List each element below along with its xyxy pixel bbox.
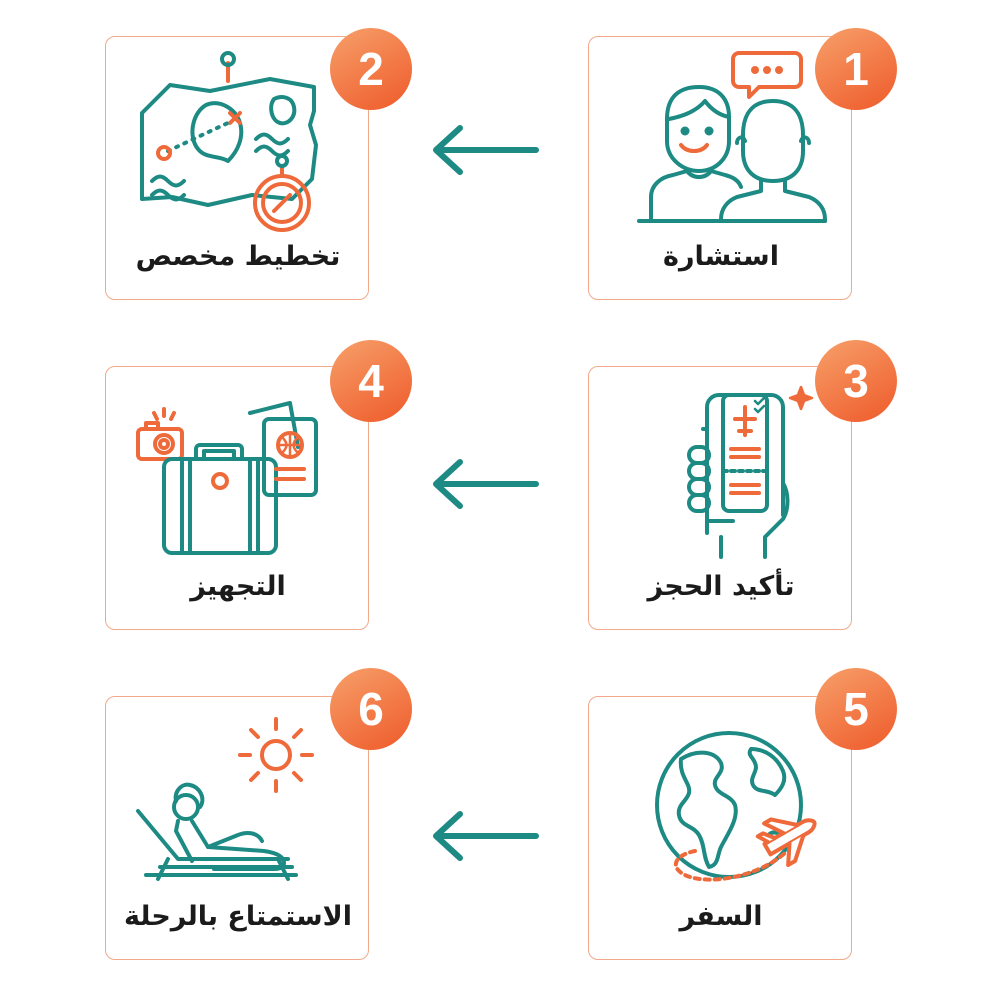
consultation-icon	[589, 37, 853, 237]
luggage-passport-icon	[106, 367, 370, 567]
step-label-1: استشارة	[663, 241, 779, 272]
step-label-6: الاستمتاع بالرحلة	[123, 901, 353, 932]
step-card-6: الاستمتاع بالرحلة	[105, 696, 369, 960]
step-number-badge-1: 1	[815, 28, 897, 110]
step-card-2: تخطيط مخصص	[105, 36, 369, 300]
relaxing-lounger-icon	[106, 697, 370, 897]
step-card-1: استشارة	[588, 36, 852, 300]
step-card-5: السفر	[588, 696, 852, 960]
step-label-2: تخطيط مخصص	[135, 241, 341, 272]
left-arrow-icon	[433, 459, 539, 509]
left-arrow-icon	[433, 811, 539, 861]
left-arrow-icon	[433, 125, 539, 175]
globe-plane-icon	[589, 697, 853, 897]
phone-ticket-icon	[589, 367, 853, 567]
step-label-4: التجهيز	[190, 571, 286, 602]
step-card-3: تأكيد الحجز	[588, 366, 852, 630]
map-planning-icon	[106, 37, 370, 237]
step-number-badge-4: 4	[330, 340, 412, 422]
step-label-5: السفر	[679, 901, 763, 932]
step-number-badge-5: 5	[815, 668, 897, 750]
step-number-badge-2: 2	[330, 28, 412, 110]
step-number-badge-6: 6	[330, 668, 412, 750]
step-label-3: تأكيد الحجز	[647, 571, 795, 602]
step-number-badge-3: 3	[815, 340, 897, 422]
step-card-4: التجهيز	[105, 366, 369, 630]
